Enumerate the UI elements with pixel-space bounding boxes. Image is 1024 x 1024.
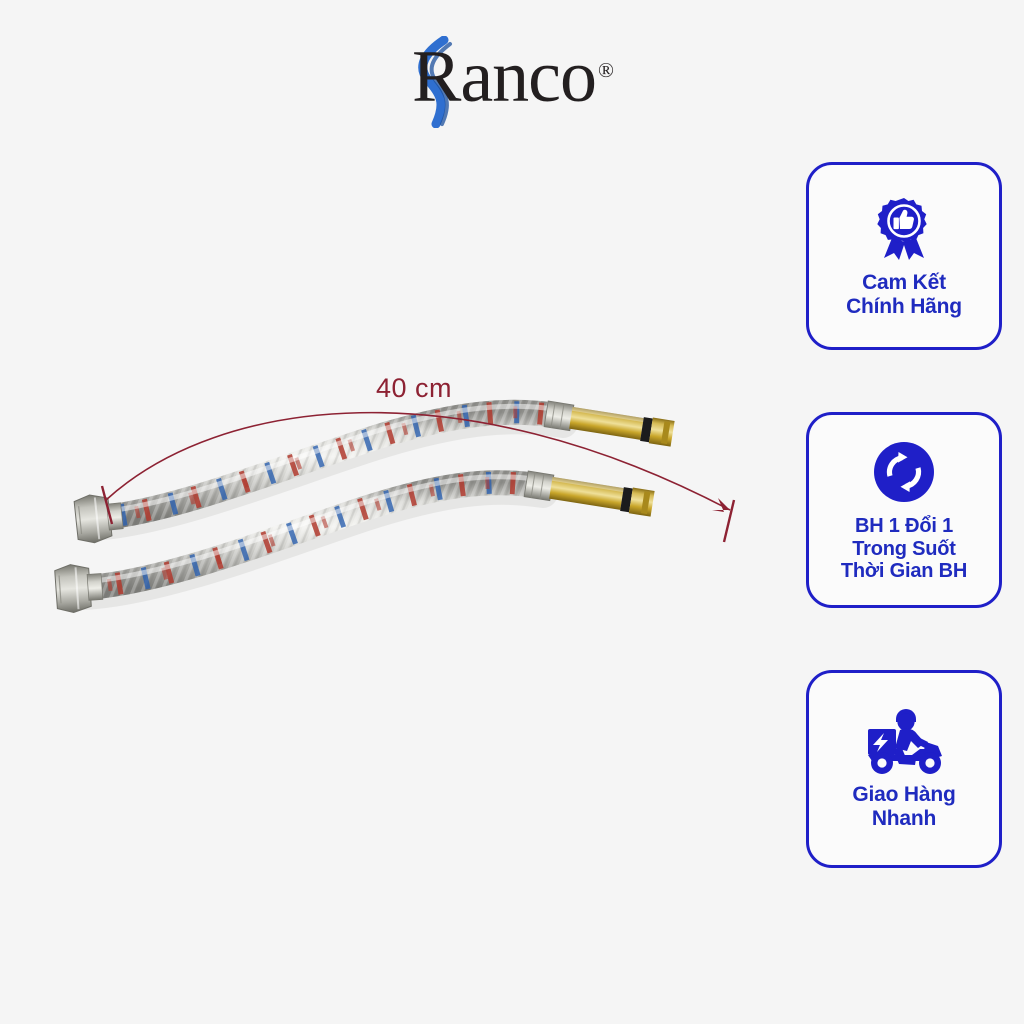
brand-logo: Ranco®: [0, 34, 1024, 128]
exchange-cycle-arrows-icon: [867, 435, 941, 509]
badge-warranty-line-2: Trong Suốt: [852, 537, 956, 560]
badge-authenticity-line-2: Chính Hãng: [846, 295, 962, 318]
hose-upper: [73, 400, 675, 544]
dimension-arrow-head: [712, 498, 730, 512]
badge-delivery[interactable]: Giao Hàng Nhanh: [806, 670, 1002, 868]
badge-warranty[interactable]: BH 1 Đổi 1 Trong Suốt Thời Gian BH: [806, 412, 1002, 608]
hose-upper-brass-tip: [543, 400, 675, 447]
hose-pair-illustration: [54, 360, 736, 614]
badge-authenticity-text: Cam Kết Chính Hãng: [846, 271, 962, 319]
badge-authenticity-line-1: Cam Kết: [862, 271, 946, 295]
quality-medal-thumbs-up-icon: [867, 191, 941, 265]
feature-badge-list: Cam Kết Chính Hãng BH 1 Đổi 1 Trong S: [806, 162, 1002, 868]
hose-upper-nut: [73, 494, 124, 544]
badge-delivery-text: Giao Hàng Nhanh: [852, 783, 955, 831]
badge-warranty-line-3: Thời Gian BH: [840, 560, 968, 583]
fast-delivery-scooter-icon: [860, 705, 948, 777]
registered-trademark-symbol: ®: [598, 57, 614, 82]
badge-delivery-line-1: Giao Hàng: [852, 783, 956, 807]
hose-lower: [54, 470, 655, 614]
oring: [640, 417, 653, 443]
badge-authenticity[interactable]: Cam Kết Chính Hãng: [806, 162, 1002, 350]
hose-lower-brass-tip: [523, 470, 655, 517]
badge-delivery-line-2: Nhanh: [871, 807, 937, 830]
brand-name: Ranco: [411, 36, 597, 118]
dimension-label: 40 cm: [376, 373, 453, 403]
dimension-arc: [100, 411, 736, 543]
badge-warranty-line-1: BH 1 Đổi 1: [854, 514, 953, 537]
product-photo: [40, 360, 800, 690]
badge-warranty-text: BH 1 Đổi 1 Trong Suốt Thời Gian BH: [841, 515, 967, 583]
oring: [620, 487, 633, 513]
dimension-end-tick: [722, 499, 736, 543]
dimension-start-tick: [100, 485, 114, 525]
ranco-wave-swoosh-icon: [418, 36, 452, 128]
hose-lower-nut: [54, 564, 104, 614]
